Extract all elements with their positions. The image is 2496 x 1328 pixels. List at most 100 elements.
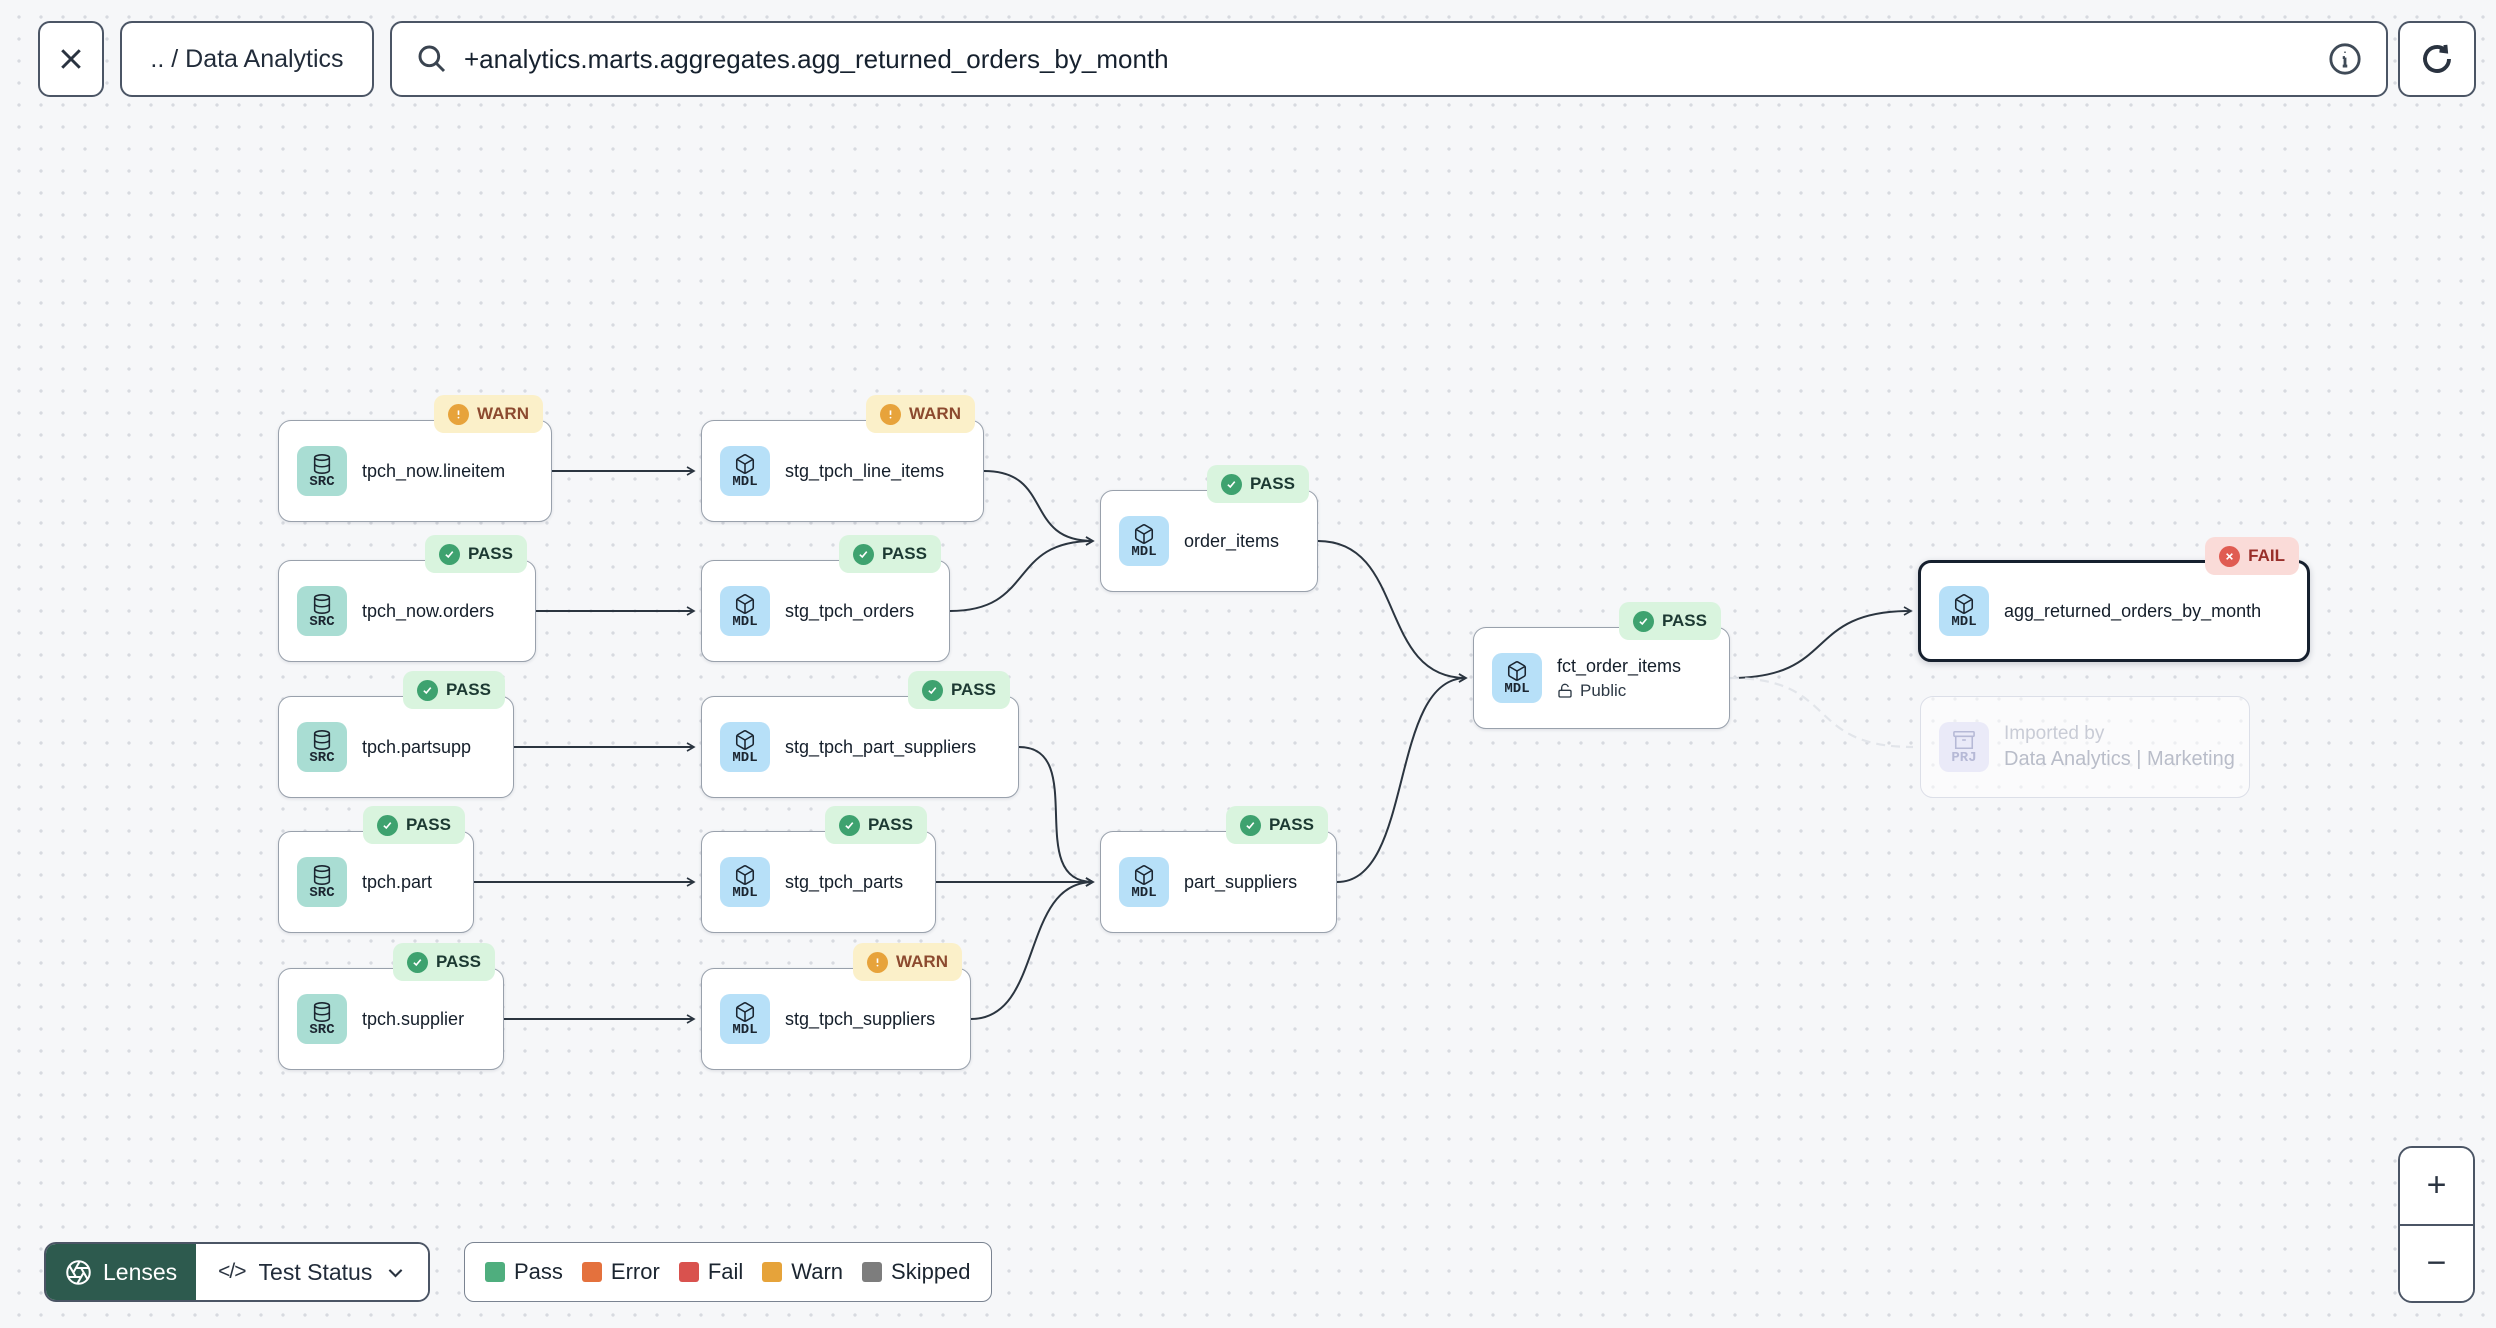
node-label: agg_returned_orders_by_month bbox=[2004, 600, 2262, 621]
status-badge-label: PASS bbox=[1268, 815, 1314, 834]
check-icon bbox=[376, 814, 398, 836]
exclaim-icon bbox=[880, 403, 902, 425]
search-icon bbox=[418, 45, 446, 73]
status-badge-fail: FAIL bbox=[2205, 537, 2299, 575]
info-icon[interactable] bbox=[2328, 42, 2362, 76]
dag-node-tpch_now_lineitem[interactable]: WARN SRC tpch_now.lineitem bbox=[278, 395, 552, 522]
cube-icon bbox=[735, 1001, 755, 1022]
node-type-tile: MDL bbox=[720, 857, 770, 907]
check-icon bbox=[1239, 814, 1261, 836]
database-icon bbox=[313, 729, 331, 750]
node-text: agg_returned_orders_by_month bbox=[2004, 601, 2261, 622]
node-text: order_items bbox=[1184, 531, 1279, 552]
cross-icon bbox=[2219, 545, 2241, 567]
node-label: stg_tpch_parts bbox=[785, 871, 904, 892]
status-badge-pass: PASS bbox=[907, 671, 1010, 709]
database-icon bbox=[313, 1001, 331, 1022]
database-icon bbox=[313, 593, 331, 614]
node-label: stg_tpch_suppliers bbox=[785, 1008, 936, 1029]
edge-part_suppliers-fct_order_items bbox=[1336, 673, 1468, 883]
zoom-controls: + − bbox=[2398, 1146, 2475, 1303]
breadcrumb-label: .. / Data Analytics bbox=[150, 44, 344, 73]
status-badge-label: FAIL bbox=[2248, 546, 2285, 565]
status-badge-warn: WARN bbox=[434, 395, 543, 433]
legend-swatch bbox=[485, 1262, 505, 1282]
node-type-label: MDL bbox=[1131, 543, 1157, 560]
node-text: stg_tpch_suppliers bbox=[785, 1009, 935, 1030]
zoom-in-button[interactable]: + bbox=[2400, 1148, 2473, 1224]
node-label: fct_order_items bbox=[1557, 655, 1682, 676]
check-icon bbox=[921, 679, 943, 701]
node-type-tile: MDL bbox=[720, 586, 770, 636]
node-type-tile: SRC bbox=[297, 722, 347, 772]
dag-node-agg_returned_orders_by_month[interactable]: FAIL MDL agg_returned_orders_by_month bbox=[1918, 537, 2310, 662]
breadcrumb[interactable]: .. / Data Analytics bbox=[120, 21, 374, 97]
node-ghost-caption: Imported by bbox=[2004, 723, 2105, 744]
node-type-label: SRC bbox=[309, 473, 335, 490]
node-type-tile: MDL bbox=[1119, 516, 1169, 566]
status-badge-pass: PASS bbox=[1225, 806, 1328, 844]
legend-item-warn: Warn bbox=[762, 1259, 843, 1285]
legend-label: Pass bbox=[514, 1259, 563, 1284]
status-badge-warn: WARN bbox=[866, 395, 975, 433]
node-type-label: MDL bbox=[732, 613, 758, 630]
check-icon bbox=[852, 543, 874, 565]
legend-item-pass: Pass bbox=[485, 1259, 563, 1285]
node-label: stg_tpch_orders bbox=[785, 600, 915, 621]
node-text: stg_tpch_orders bbox=[785, 601, 914, 622]
status-badge-label: PASS bbox=[950, 680, 996, 699]
close-button[interactable] bbox=[38, 21, 104, 97]
check-icon bbox=[406, 951, 428, 973]
node-text: tpch_now.lineitem bbox=[362, 461, 505, 482]
node-type-label: SRC bbox=[309, 884, 335, 901]
node-text: stg_tpch_parts bbox=[785, 872, 903, 893]
status-badge-label: PASS bbox=[467, 544, 513, 563]
edge-order_items-fct_order_items bbox=[1317, 540, 1468, 683]
node-type-tile: MDL bbox=[720, 446, 770, 496]
refresh-button[interactable] bbox=[2398, 21, 2476, 97]
status-badge-pass: PASS bbox=[1618, 602, 1721, 640]
node-type-tile: MDL bbox=[1939, 586, 1989, 636]
node-type-label: MDL bbox=[732, 1021, 758, 1038]
status-badge-label: PASS bbox=[435, 952, 481, 971]
edge-stg_tpch_line_items-order_items bbox=[983, 470, 1095, 546]
database-icon bbox=[313, 864, 331, 885]
lens-control: Lenses </> Test Status bbox=[44, 1242, 431, 1302]
database-icon bbox=[313, 453, 331, 474]
lenses-button[interactable]: Lenses bbox=[46, 1244, 197, 1300]
dag-node-part_suppliers[interactable]: PASS MDL part_suppliers bbox=[1100, 806, 1337, 933]
node-type-tile: SRC bbox=[297, 994, 347, 1044]
exclaim-icon bbox=[867, 951, 889, 973]
lens-selector-test-status[interactable]: </> Test Status bbox=[196, 1244, 429, 1300]
node-label: part_suppliers bbox=[1184, 871, 1298, 892]
dag-node-stg_tpch_orders[interactable]: PASS MDL stg_tpch_orders bbox=[701, 535, 950, 662]
status-badge-label: WARN bbox=[909, 404, 961, 423]
search-input[interactable] bbox=[464, 43, 2312, 75]
node-type-tile: MDL bbox=[1119, 857, 1169, 907]
legend-item-skipped: Skipped bbox=[862, 1259, 971, 1285]
dag-node-stg_tpch_line_items[interactable]: WARN MDL stg_tpch_line_items bbox=[701, 395, 984, 522]
aperture-icon bbox=[66, 1259, 91, 1285]
node-type-tile: PRJ bbox=[1939, 722, 1989, 772]
edge-fct_order_items-agg_returned_orders_by_month bbox=[1729, 606, 1913, 679]
node-type-label: PRJ bbox=[1951, 749, 1977, 766]
status-badge-pass: PASS bbox=[838, 535, 941, 573]
edge-stg_tpch_orders-order_items bbox=[949, 536, 1095, 612]
node-type-label: MDL bbox=[732, 749, 758, 766]
status-badge-label: PASS bbox=[1661, 611, 1707, 630]
zoom-out-button[interactable]: − bbox=[2400, 1223, 2473, 1301]
node-text: stg_tpch_line_items bbox=[785, 461, 944, 482]
